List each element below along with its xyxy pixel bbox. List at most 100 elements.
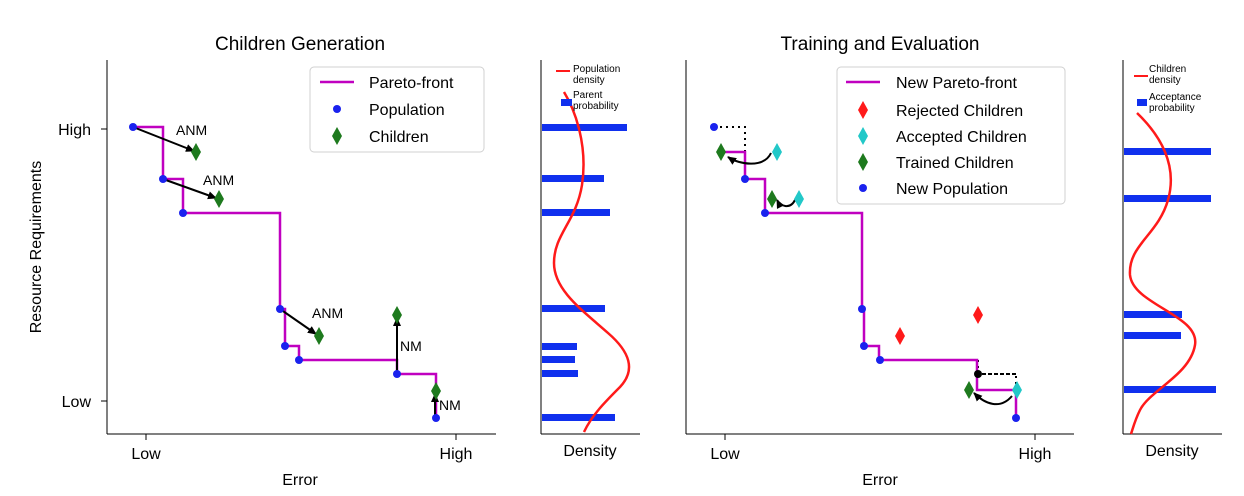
new-population-point bbox=[761, 209, 769, 217]
left-legend: Pareto-front Population Children bbox=[309, 66, 485, 153]
legend-children-density-line2: density bbox=[1149, 75, 1181, 86]
legend-children-density-line1: Children bbox=[1149, 64, 1186, 75]
legend-parent-line1: Parent bbox=[573, 90, 603, 101]
left-density-legend: Population density Parent probability bbox=[556, 64, 623, 112]
right-density-xlabel: Density bbox=[1145, 443, 1198, 460]
accepted-child bbox=[772, 143, 782, 161]
new-population-point bbox=[860, 342, 868, 350]
new-population-point bbox=[710, 123, 718, 131]
bar bbox=[542, 124, 627, 131]
legend-rejected-label: Rejected Children bbox=[896, 103, 1023, 120]
new-population-point bbox=[876, 356, 884, 364]
right-panel: Training and Evaluation Low High Error bbox=[685, 34, 1074, 489]
parent-probability-bars bbox=[542, 124, 627, 421]
population-point bbox=[129, 123, 137, 131]
accepted-child bbox=[794, 190, 804, 208]
child-point bbox=[392, 306, 402, 324]
bar bbox=[1124, 332, 1181, 339]
left-density-xlabel: Density bbox=[563, 443, 616, 460]
right-new-population-points bbox=[710, 123, 1020, 422]
right-rejected-children bbox=[895, 306, 983, 345]
right-xtick-low: Low bbox=[710, 446, 740, 463]
legend-new-pareto-label: New Pareto-front bbox=[896, 75, 1017, 92]
left-annot-anm-3: ANM bbox=[312, 305, 343, 321]
accepted-child bbox=[1012, 381, 1022, 399]
rejected-child bbox=[973, 306, 983, 324]
right-xtick-high: High bbox=[1019, 446, 1052, 463]
legend-pareto-label: Pareto-front bbox=[369, 75, 454, 92]
new-population-point bbox=[741, 175, 749, 183]
right-legend-box bbox=[836, 66, 1066, 205]
right-trained-children bbox=[716, 143, 974, 399]
trained-child bbox=[716, 143, 726, 161]
right-xlabel: Error bbox=[862, 472, 898, 489]
population-point bbox=[276, 305, 284, 313]
population-point bbox=[295, 356, 303, 364]
left-legend-box bbox=[309, 66, 485, 153]
left-annot-nm-1: NM bbox=[400, 338, 422, 354]
legend-population-density-label: Population density bbox=[573, 64, 623, 86]
bar bbox=[542, 175, 604, 182]
right-accepted-children bbox=[772, 143, 1022, 399]
legend-acceptance-line1: Acceptance bbox=[1149, 92, 1202, 103]
left-pareto-front bbox=[133, 125, 438, 418]
child-point bbox=[191, 143, 201, 161]
left-panel: Children Generation High Low Low High Er… bbox=[28, 34, 496, 489]
legend-trained-swatch bbox=[858, 153, 868, 171]
left-ytick-high: High bbox=[58, 122, 91, 139]
legend-parent-probability-label: Parent probability bbox=[573, 90, 619, 112]
trained-child bbox=[964, 381, 974, 399]
legend-population-density-line2: density bbox=[573, 75, 605, 86]
bar bbox=[1124, 386, 1216, 393]
right-curved-arrow-1 bbox=[727, 152, 772, 165]
legend-population-density-line1: Population bbox=[573, 64, 620, 75]
population-point bbox=[179, 209, 187, 217]
legend-children-swatch bbox=[332, 127, 342, 145]
left-xlabel: Error bbox=[282, 472, 318, 489]
trained-child bbox=[767, 190, 777, 208]
left-xtick-low: Low bbox=[131, 446, 161, 463]
bar bbox=[1124, 148, 1211, 155]
legend-parent-line2: probability bbox=[573, 101, 619, 112]
legend-population-label: Population bbox=[369, 102, 445, 119]
child-point bbox=[314, 327, 324, 345]
left-annot-nm-2: NM bbox=[439, 397, 461, 413]
legend-new-population-label: New Population bbox=[896, 181, 1008, 198]
legend-accepted-label: Accepted Children bbox=[896, 129, 1027, 146]
right-density-legend: Children density Acceptance probability bbox=[1134, 64, 1204, 114]
population-point bbox=[432, 414, 440, 422]
child-point bbox=[214, 190, 224, 208]
legend-trained-label: Trained Children bbox=[896, 155, 1014, 172]
population-point bbox=[159, 175, 167, 183]
legend-acceptance-probability-label: Acceptance probability bbox=[1149, 92, 1204, 114]
left-ylabel: Resource Requirements bbox=[28, 161, 45, 334]
left-population-points bbox=[129, 123, 440, 422]
legend-accepted-swatch bbox=[858, 127, 868, 145]
new-population-point bbox=[1012, 414, 1020, 422]
legend-new-population-swatch bbox=[859, 184, 867, 192]
legend-acceptance-line2: probability bbox=[1149, 103, 1195, 114]
left-density-panel: Density Population density Parent probab… bbox=[540, 60, 640, 460]
right-curved-arrow-3 bbox=[973, 392, 1013, 406]
right-curved-arrow-2 bbox=[776, 199, 796, 209]
legend-rejected-swatch bbox=[858, 101, 868, 119]
population-density-curve bbox=[552, 91, 631, 433]
left-annot-anm-1: ANM bbox=[176, 122, 207, 138]
right-legend: New Pareto-front Rejected Children Accep… bbox=[836, 66, 1066, 205]
left-arrow-2 bbox=[162, 178, 217, 200]
bar bbox=[542, 343, 577, 350]
removed-point bbox=[974, 370, 982, 378]
bar bbox=[542, 305, 605, 312]
legend-acceptance-swatch bbox=[1137, 99, 1147, 106]
bar bbox=[542, 209, 610, 216]
child-point bbox=[431, 382, 441, 400]
right-panel-title: Training and Evaluation bbox=[781, 34, 980, 55]
children-density-curve bbox=[1128, 112, 1197, 435]
left-children-points bbox=[191, 143, 441, 400]
left-ytick-low: Low bbox=[62, 394, 92, 411]
new-population-point bbox=[858, 305, 866, 313]
legend-children-density-label: Children density bbox=[1149, 64, 1189, 86]
bar bbox=[542, 370, 578, 377]
left-panel-title: Children Generation bbox=[215, 34, 385, 55]
